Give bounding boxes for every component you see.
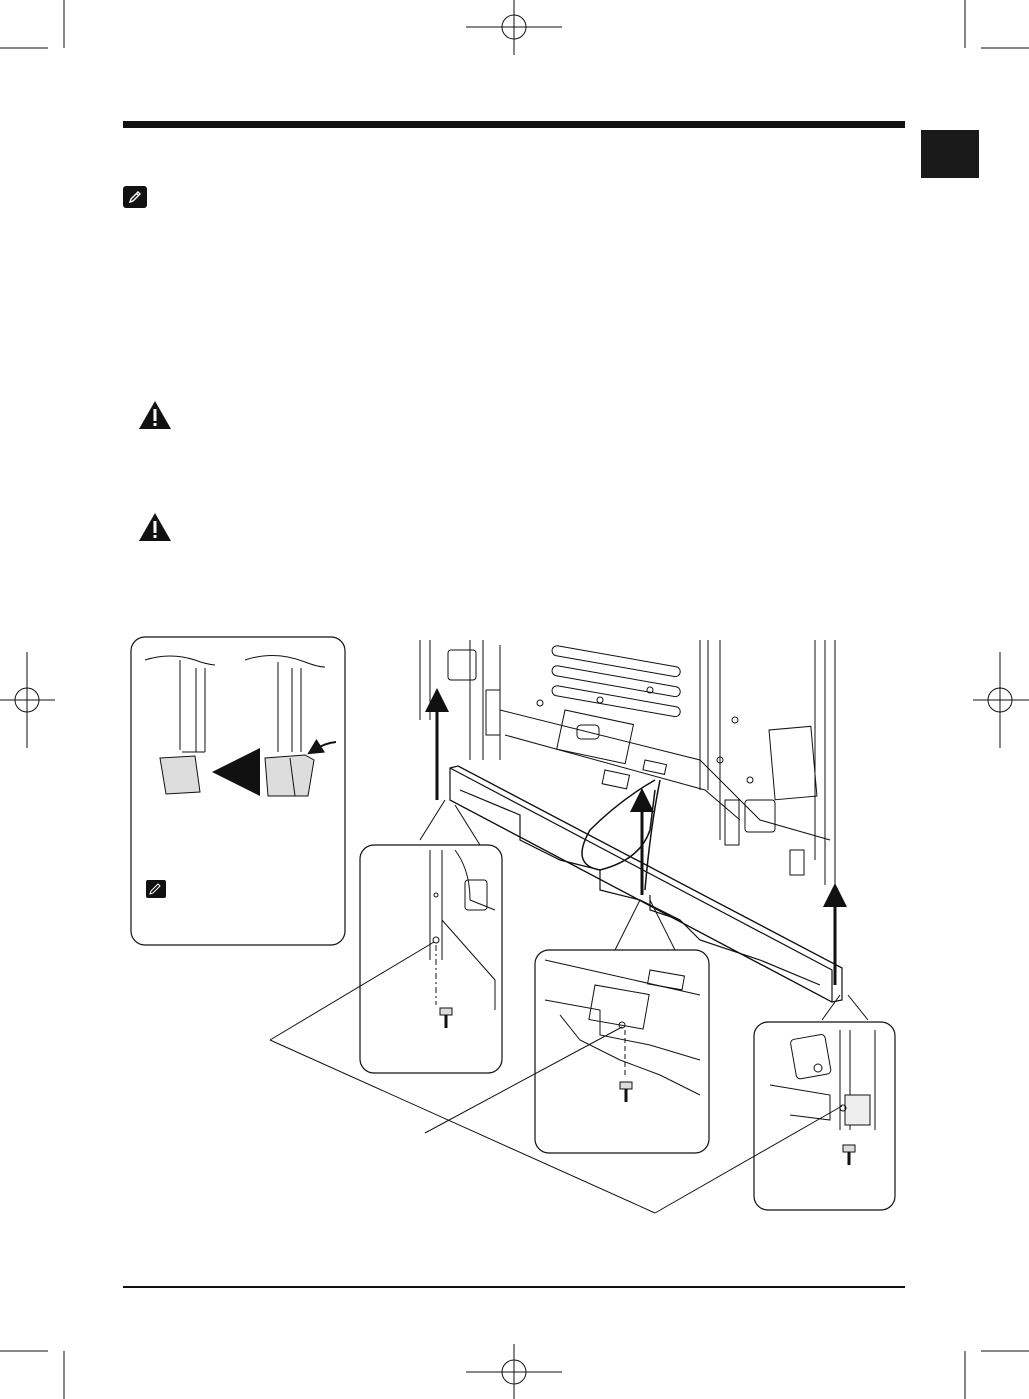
cover-detail-inset [130, 636, 346, 946]
screw-icon [439, 1007, 453, 1028]
screw-inset-left [359, 844, 503, 1074]
note-pencil-icon [146, 880, 166, 898]
speaker-cable [581, 779, 656, 871]
registration-right-icon [973, 652, 1029, 748]
note-pencil-icon [123, 186, 147, 208]
section-tab [921, 130, 979, 178]
callout-lines [269, 941, 843, 1214]
screw-icon [619, 1081, 633, 1102]
screw-icon [842, 1144, 856, 1165]
header-rule [123, 121, 905, 128]
registration-bottom-icon [466, 1344, 562, 1399]
registration-left-icon [0, 652, 55, 748]
registration-top-icon [466, 0, 562, 55]
caution-triangle-icon [139, 513, 171, 541]
display-rear-panel [419, 640, 836, 885]
screw-inset-center [534, 949, 710, 1154]
footer-rule [123, 1286, 905, 1288]
caution-triangle-icon [139, 401, 171, 429]
